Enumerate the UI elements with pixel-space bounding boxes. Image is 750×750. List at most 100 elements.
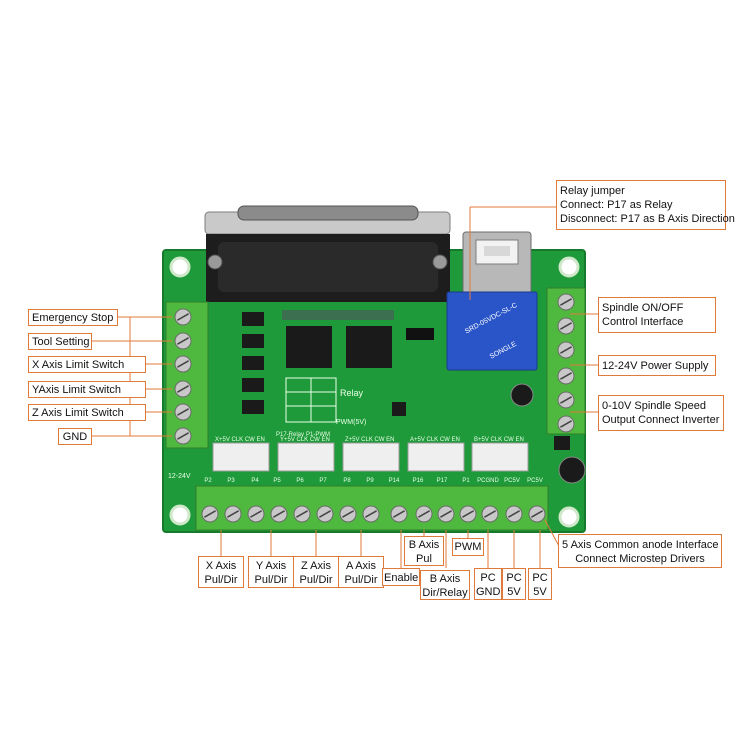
pin-label: P5 <box>273 478 281 484</box>
screw-slot <box>342 510 354 518</box>
callout-relay-jumper: Relay jumper Connect: P17 as Relay Disco… <box>556 180 735 230</box>
pin-label: P14 <box>389 478 400 484</box>
callout-line: Control Interface <box>602 316 684 328</box>
pin-label: P7 <box>319 478 327 484</box>
pin-label: P4 <box>251 478 259 484</box>
callout-y-axis: Y Axis Pul/Dir <box>248 556 294 588</box>
screw-slot <box>560 420 572 428</box>
pin-label: P9 <box>366 478 374 484</box>
callout-text: Tool Setting <box>32 336 90 348</box>
callout-line: A Axis <box>346 560 376 572</box>
silk-grid <box>285 377 337 423</box>
callout-line: B Axis <box>429 573 461 585</box>
callout-line: 0-10V Spindle Speed <box>602 400 706 412</box>
pin-label: P3 <box>227 478 235 484</box>
screw-slot <box>560 372 572 380</box>
callout-line: PWM <box>454 541 482 553</box>
callout-z-axis-limit: Z Axis Limit Switch <box>28 404 146 421</box>
callout-line: 12-24V Power Supply <box>602 360 709 372</box>
pin-label: P1 <box>462 478 470 484</box>
callout-line: Y Axis <box>255 560 287 572</box>
screw-slot <box>204 510 216 518</box>
callout-line: Dir/Relay <box>422 587 468 599</box>
screw-slot <box>296 510 308 518</box>
pin-label: P16 <box>413 478 424 484</box>
axis-header-silk: A+5V CLK CW EN <box>410 437 460 443</box>
callout-line: PC <box>506 572 522 584</box>
callout-text: YAxis Limit Switch <box>32 384 122 396</box>
callout-line: 5 Axis Common anode Interface <box>562 539 719 551</box>
screw-slot <box>177 408 189 416</box>
callout-line: PC <box>480 572 496 584</box>
callout-spindle-speed: 0-10V Spindle Speed Output Connect Inver… <box>598 395 724 431</box>
axis-header-connector <box>212 442 270 472</box>
pin-label: PC5V <box>527 478 543 484</box>
callout-line: B Axis <box>408 539 440 551</box>
screw-slot <box>177 432 189 440</box>
relay-silk-text: Relay <box>340 388 364 398</box>
screw-slot <box>393 510 405 518</box>
screw-slot <box>560 298 572 306</box>
callout-x-axis-limit: X Axis Limit Switch <box>28 356 146 373</box>
screw-slot <box>531 510 543 518</box>
callout-line: 5V <box>507 586 521 598</box>
driver-chips <box>282 310 394 368</box>
callout-line: Pul/Dir <box>299 574 333 586</box>
pin-label: P8 <box>343 478 351 484</box>
callout-line: GND <box>476 586 501 598</box>
relay-jumper <box>406 328 434 340</box>
axis-header-silk: Z+5V CLK CW EN <box>345 437 395 443</box>
screw-slot <box>560 322 572 330</box>
callout-gnd: GND <box>58 428 92 445</box>
callout-text: GND <box>62 431 88 443</box>
callout-emergency-stop: Emergency Stop <box>28 309 118 326</box>
callout-x-axis: X Axis Pul/Dir <box>198 556 244 588</box>
axis-header-connector <box>277 442 335 472</box>
screw-slot <box>365 510 377 518</box>
screw-slot <box>462 510 474 518</box>
right-terminal-block <box>546 287 586 435</box>
callout-enable: Enable <box>382 568 420 586</box>
pin-label: P2 <box>204 478 212 484</box>
usb-connector <box>462 231 532 301</box>
power-silk-text: 12-24V <box>168 473 191 480</box>
callout-spindle-onoff: Spindle ON/OFF Control Interface <box>598 297 716 333</box>
callout-text: Emergency Stop <box>32 312 114 324</box>
callout-line: Disconnect: P17 as B Axis Direction <box>560 213 735 225</box>
callout-line: Z Axis <box>301 560 331 572</box>
callout-common-anode: 5 Axis Common anode Interface Connect Mi… <box>558 534 722 568</box>
callout-pc-5v-2: PC 5V <box>528 568 552 600</box>
p1-silk-text: P1-PWM <box>306 432 330 438</box>
capacitors <box>392 383 586 484</box>
callout-text: Z Axis Limit Switch <box>32 407 124 419</box>
callout-pc-5v-1: PC 5V <box>502 568 526 600</box>
leader-lines <box>92 206 598 568</box>
axis-header-connector <box>471 442 529 472</box>
callout-line: 5V <box>533 586 547 598</box>
callout-tool-setting: Tool Setting <box>28 333 92 350</box>
pin-label: PCGND <box>477 478 499 484</box>
callout-line: Spindle ON/OFF <box>602 302 684 314</box>
optocoupler-chips <box>242 312 264 414</box>
screw-slot <box>227 510 239 518</box>
screw-slot <box>273 510 285 518</box>
callout-line: X Axis <box>205 560 237 572</box>
callout-z-axis: Z Axis Pul/Dir <box>293 556 339 588</box>
bottom-terminal-block <box>195 485 549 531</box>
screw-slot <box>177 360 189 368</box>
screw-slot <box>177 385 189 393</box>
screw-slot <box>440 510 452 518</box>
pin-label: P6 <box>296 478 304 484</box>
callout-line: Relay jumper <box>560 185 625 197</box>
callout-line: Enable <box>384 572 419 584</box>
axis-header-silk: X+5V CLK CW EN <box>215 437 265 443</box>
screw-slot <box>177 313 189 321</box>
pin-label: P17 <box>437 478 448 484</box>
callout-pwm: PWM <box>452 538 484 556</box>
p17-silk-text: P17-Relay <box>276 432 304 438</box>
screw-slot <box>250 510 262 518</box>
